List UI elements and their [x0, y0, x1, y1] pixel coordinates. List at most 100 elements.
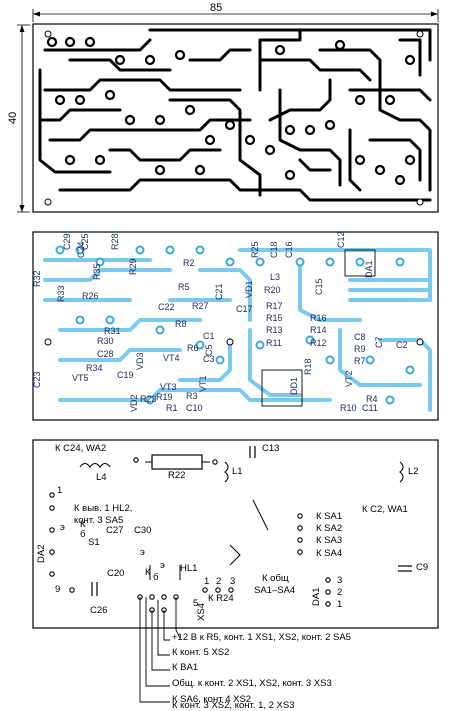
wiring-label: б: [80, 529, 86, 540]
assembly-label: L3: [270, 272, 280, 282]
wiring-label: L2: [408, 466, 419, 477]
wiring-note: К конт. 5 XS2: [172, 647, 229, 658]
assembly-label: R26: [82, 291, 99, 301]
wiring-label: конт. 3 SA5: [74, 515, 123, 526]
assembly-label: R23: [140, 394, 157, 404]
wiring-label: К C24, WA2: [55, 443, 106, 454]
assembly-label: C5: [204, 344, 214, 356]
pcb-traces-panel: [32, 23, 439, 213]
assembly-label: VT4: [163, 353, 180, 363]
dimension-width: 85: [32, 2, 439, 22]
wiring-label: DA2: [36, 545, 47, 563]
wiring-label: К выв. 1 HL2,: [74, 503, 132, 514]
wiring-label: 2: [337, 587, 342, 598]
assembly-label: R15: [266, 313, 283, 323]
wiring-label: К: [80, 519, 86, 530]
wiring-note: +12 В к R5, конт. 1 XS1, XS2, конт. 2 SA…: [172, 632, 351, 643]
wiring-label: 1: [57, 485, 62, 496]
assembly-label: C18: [269, 241, 279, 258]
assembly-label: R30: [97, 336, 114, 346]
assembly-label: R1: [166, 403, 178, 413]
wiring-label: К общ: [262, 573, 289, 584]
assembly-label: R14: [310, 325, 327, 335]
wiring-label: 5: [193, 598, 198, 609]
assembly-label: R20: [264, 285, 281, 295]
wiring-label: L1: [232, 466, 243, 477]
assembly-label: R11: [266, 338, 282, 348]
wiring-label: К SA4: [316, 548, 342, 559]
wiring-label: C20: [107, 568, 124, 579]
assembly-label: R34: [86, 363, 103, 373]
wiring-label: C9: [416, 562, 428, 573]
wiring-label: б: [153, 572, 159, 583]
assembly-label: VT2: [344, 370, 354, 387]
assembly-label: R4: [366, 394, 378, 404]
assembly-label: R5: [178, 282, 190, 292]
assembly-label: C10: [186, 403, 203, 413]
assembly-label: R8: [175, 319, 187, 329]
wiring-note: К конт. 3 XS2, конт. 1, 2 XS3: [172, 700, 295, 711]
assembly-label: C7: [374, 336, 384, 348]
assembly-label: C2: [396, 340, 408, 350]
assembly-label: R18: [303, 358, 313, 375]
assembly-label: C29: [62, 233, 72, 250]
assembly-label: C23: [32, 371, 42, 388]
wiring-label: К R24: [208, 593, 234, 604]
wiring-label: К: [145, 567, 151, 578]
wiring-label: э: [160, 560, 165, 571]
wiring-label: 1: [204, 576, 209, 587]
assembly-label: C25: [80, 233, 90, 250]
assembly-label: R25: [250, 241, 260, 258]
dimension-height-label: 40: [7, 112, 19, 124]
assembly-label: R27: [192, 301, 209, 311]
assembly-label: R31: [104, 326, 121, 336]
assembly-label: VD2: [129, 394, 139, 412]
assembly-label: R19: [156, 392, 173, 402]
wiring-label: К SA3: [316, 535, 342, 546]
assembly-label: C21: [214, 283, 224, 300]
assembly-label: DA1: [364, 260, 374, 278]
assembly-label: C8: [354, 332, 366, 342]
assembly-label: C11: [362, 403, 378, 413]
wiring-label: S1: [88, 537, 100, 548]
wiring-label: э: [60, 522, 65, 533]
wiring-label: C26: [90, 605, 107, 616]
assembly-label: R29: [128, 258, 138, 275]
wiring-label: L4: [96, 472, 107, 483]
assembly-label: R13: [266, 325, 283, 335]
assembly-label: R17: [266, 301, 283, 311]
assembly-label: VT3: [160, 382, 177, 392]
assembly-label: VT5: [72, 373, 89, 383]
wiring-label: 3: [337, 575, 342, 586]
assembly-label: R35: [92, 263, 102, 280]
assembly-label: C12: [336, 231, 346, 248]
pcb-assembly-panel: [32, 231, 439, 421]
wiring-label: 3: [230, 576, 235, 587]
assembly-label: C24: [76, 241, 86, 258]
wiring-note: К SA6, конт 4 XS2: [172, 694, 251, 705]
wiring-label: SA1–SA4: [254, 585, 295, 596]
assembly-label: R3: [186, 391, 198, 401]
assembly-label: C15: [314, 278, 324, 295]
assembly-label: C1: [203, 331, 215, 341]
assembly-label: R6: [187, 343, 199, 353]
assembly-label: C17: [236, 304, 253, 314]
dimension-height: 40: [7, 24, 30, 213]
wiring-label: C30: [134, 525, 151, 536]
assembly-label: R16: [310, 313, 327, 323]
wiring-label: 9: [55, 584, 60, 595]
wiring-label: К SA2: [316, 523, 342, 534]
wiring-label: C13: [262, 443, 279, 454]
wiring-label: э: [140, 547, 145, 558]
wiring-label: HL1: [180, 563, 197, 574]
dimension-width-label: 85: [210, 2, 222, 14]
assembly-label: R32: [32, 270, 42, 287]
wiring-label: C27: [106, 525, 123, 536]
wiring-label: 1: [337, 599, 342, 610]
assembly-label: C19: [117, 370, 134, 380]
assembly-label: VD3: [135, 352, 145, 370]
assembly-label: DD1: [289, 377, 299, 395]
